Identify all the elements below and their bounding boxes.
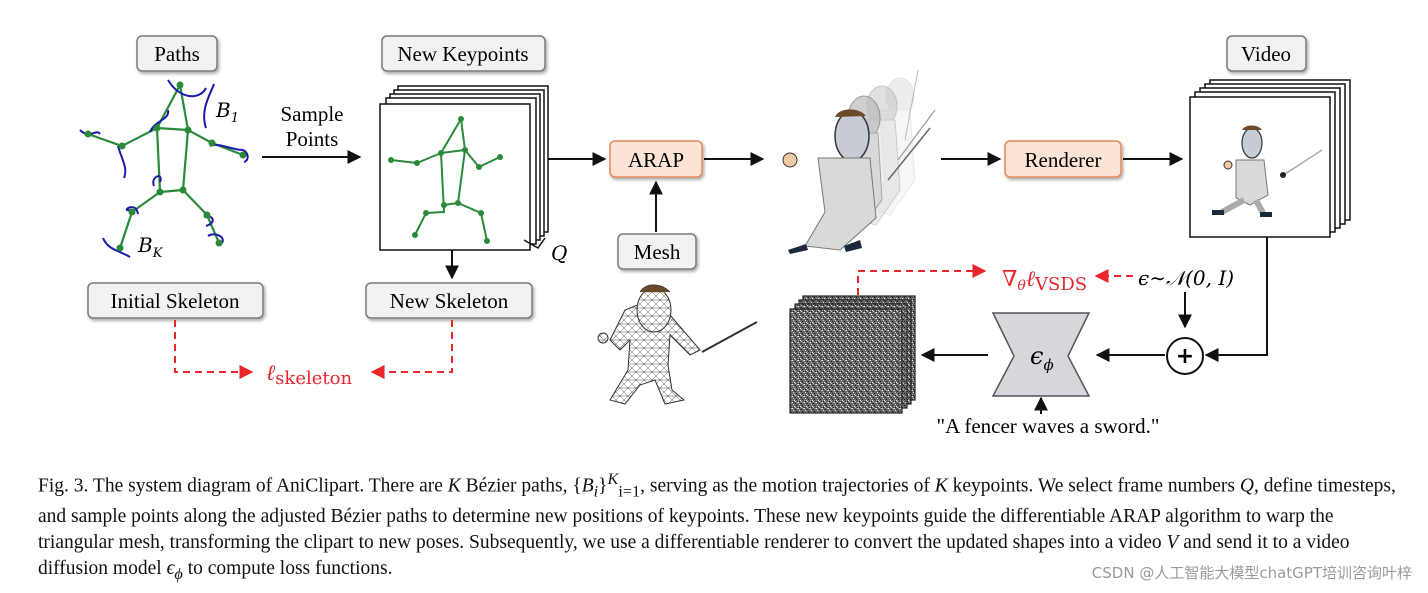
pose-sequence-figure [782, 69, 936, 254]
video-box [1226, 35, 1307, 72]
figure-caption: Fig. 3. The system diagram of AniClipart… [38, 470, 1396, 584]
sample-points-line2: Points [286, 127, 339, 151]
new-keypoints-label: New Keypoints [397, 42, 528, 66]
renderer-label: Renderer [1025, 148, 1102, 172]
watermark: CSDN @人工智能大模型chatGPT培训咨询叶梓 [1091, 564, 1412, 582]
mesh-label: Mesh [634, 240, 681, 264]
keypoints-frame-stack [379, 85, 549, 251]
arap-label: ARAP [628, 148, 684, 172]
paths-label: Paths [154, 42, 200, 66]
paths-box [136, 35, 218, 72]
noise-label: ϵ∼𝒩(0, I) [1138, 266, 1234, 290]
video-label: Video [1241, 42, 1291, 66]
system-diagram: Paths New Keypoints Initial Skeleton New… [79, 35, 1351, 438]
diffusion-model-label: ϵϕ [1030, 342, 1054, 374]
new-skeleton-box [365, 282, 533, 319]
q-label: Q [551, 241, 567, 265]
arap-box [609, 140, 703, 178]
initial-skeleton-label: Initial Skeleton [111, 289, 240, 313]
new-keypoints-box [381, 35, 546, 72]
renderer-box [1004, 140, 1122, 178]
plus-operator [1166, 337, 1204, 375]
video-frame-stack [1189, 79, 1351, 238]
arrow-noise-output-to-vsds [857, 264, 987, 295]
noise-frame-stack [789, 295, 916, 414]
skeleton-loss-label: ℓskeleton [266, 361, 352, 389]
new-skeleton-label: New Skeleton [390, 289, 509, 313]
plus-symbol: + [1176, 344, 1194, 369]
arrow-video-to-plus [1204, 237, 1268, 362]
sample-points-line1: Sample [281, 102, 344, 126]
vsds-loss-label: ∇θℓVSDS [1002, 267, 1087, 295]
text-prompt: "A fencer waves a sword." [937, 414, 1160, 438]
mesh-box [617, 233, 697, 270]
bk-label: BK [137, 233, 164, 261]
arrow-initial-skeleton-to-loss [174, 320, 254, 379]
initial-skeleton-figure [79, 79, 249, 258]
arrow-new-skeleton-to-loss [370, 320, 453, 379]
initial-skeleton-box [87, 282, 264, 319]
mesh-fencer-figure [597, 284, 758, 405]
diffusion-model-shape [991, 312, 1091, 397]
b1-label: B1 [215, 98, 239, 126]
